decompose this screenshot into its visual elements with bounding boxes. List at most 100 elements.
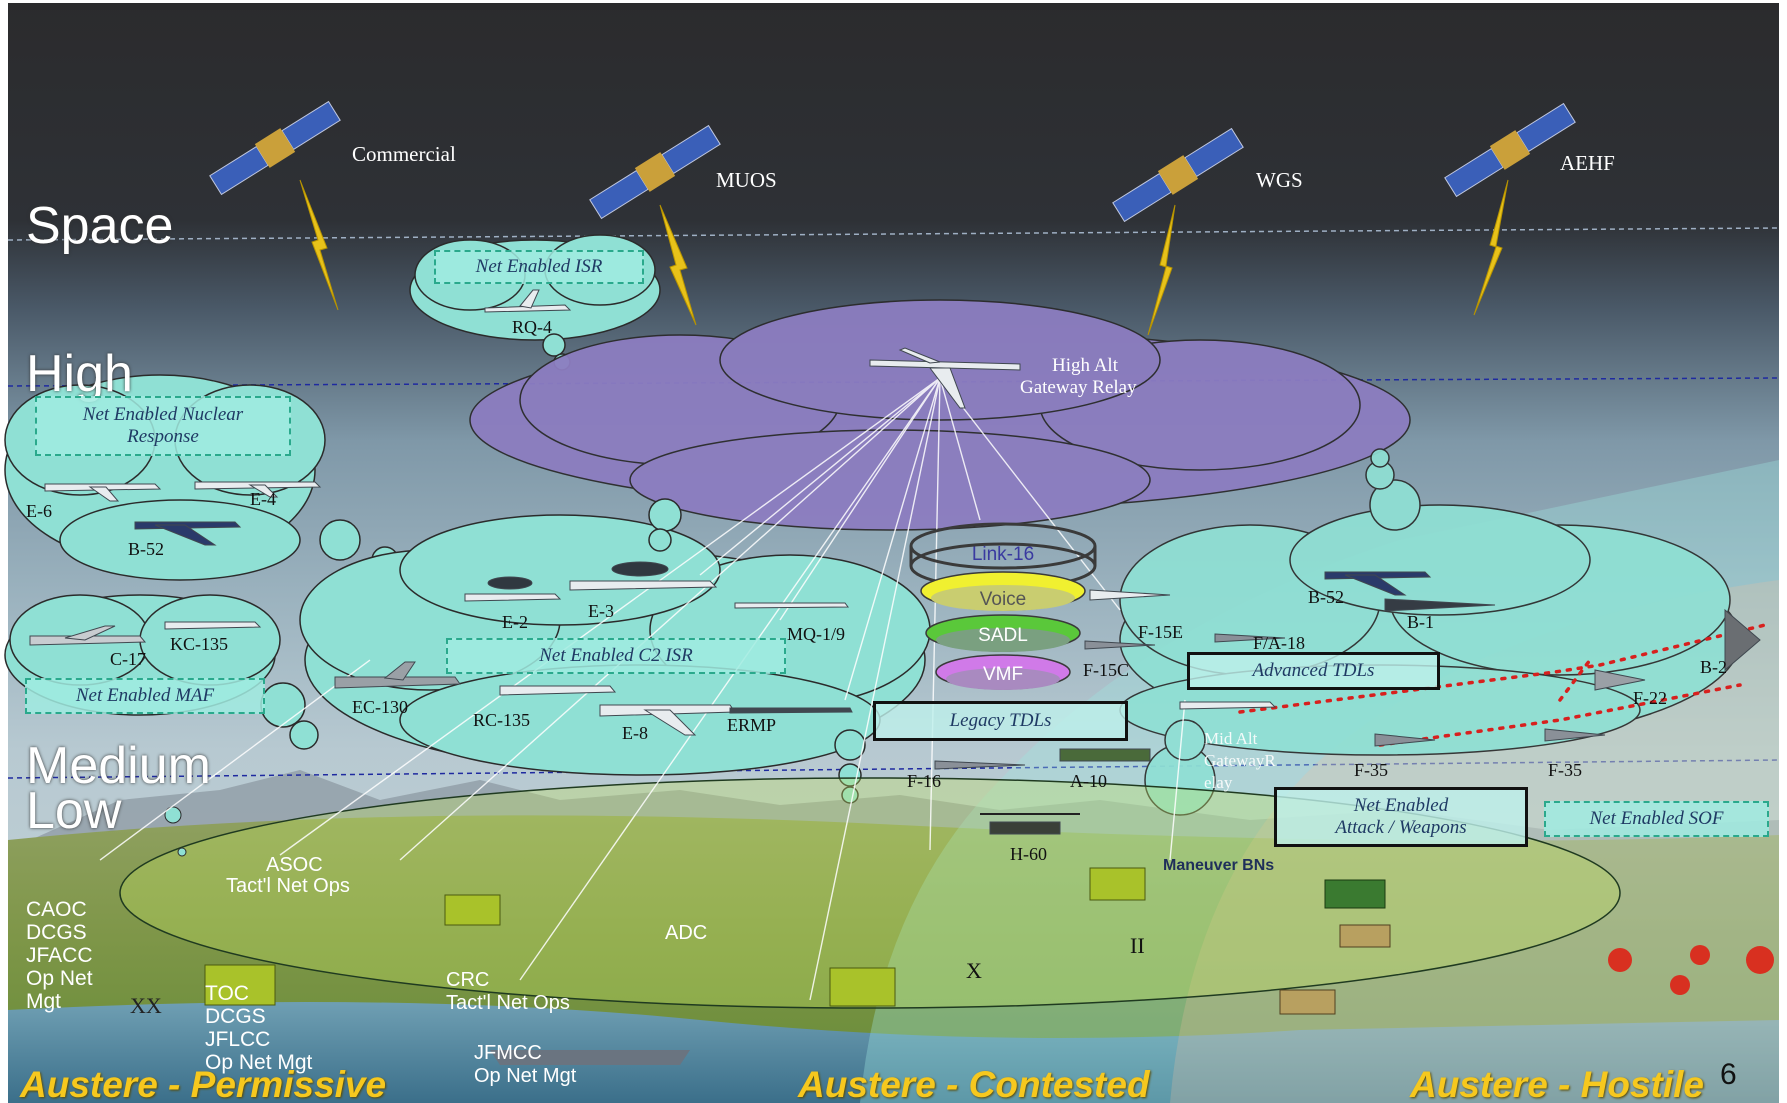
voice-ring — [920, 571, 1086, 611]
e2-aircraft — [464, 576, 562, 602]
high-alt-relay-label-1: High Alt — [1052, 355, 1118, 376]
aircraft-silhouettes — [29, 289, 1761, 835]
rc135-aircraft — [499, 685, 617, 696]
crc-net-ops-label: Tact'l Net Ops — [446, 992, 570, 1014]
high-alt-relay-aircraft — [869, 347, 1021, 409]
legacy-tdls-box: Legacy TDLs — [873, 701, 1128, 741]
maneuver-bns-label: Maneuver BNs — [1163, 857, 1275, 874]
space-boundary — [7, 227, 1780, 241]
f22-label: F-22 — [1633, 688, 1668, 708]
b1-label: B-1 — [1407, 612, 1434, 632]
mid-alt-relay-aircraft — [1179, 701, 1277, 710]
net-enabled-isr-box: Net Enabled ISR — [434, 250, 644, 284]
space-label: Space — [26, 197, 174, 255]
caoc-label: CAOC DCGS JFACC Op Net Mgt — [26, 898, 93, 1014]
ec130-aircraft — [334, 661, 461, 689]
a10-aircraft — [1059, 748, 1151, 762]
rc135-label: RC-135 — [473, 710, 531, 730]
strike-links — [1238, 623, 1767, 747]
ermp-label: ERMP — [727, 715, 777, 735]
ec130-label: EC-130 — [352, 697, 408, 717]
adc-label: ADC — [665, 922, 708, 944]
high-alt-relay-label-2: Gateway Relay — [1020, 377, 1137, 398]
zone-hostile-label: Austere - Hostile — [1410, 1064, 1705, 1103]
mq1-label: MQ-1/9 — [787, 624, 845, 644]
f35-left-label: F-35 — [1354, 760, 1389, 780]
crc-label: CRC — [446, 969, 490, 991]
advanced-tdl-cloud — [1119, 448, 1741, 816]
satellite-links — [299, 179, 1509, 336]
satellite-icons — [209, 100, 1576, 223]
medium-label: Medium — [26, 737, 211, 795]
zone-permissive-label: Austere - Permissive — [20, 1064, 387, 1103]
a10-label: A-10 — [1070, 771, 1107, 791]
h60-aircraft — [980, 813, 1080, 835]
b1-aircraft — [1384, 598, 1496, 612]
jfmcc-net-mgt-label: Op Net Mgt — [474, 1065, 577, 1087]
f16-aircraft — [934, 760, 1026, 770]
mid-alt-relay-label-2: GatewayR — [1204, 751, 1276, 770]
e6-aircraft — [44, 483, 162, 502]
f15c-aircraft — [1084, 640, 1156, 650]
top-border — [0, 0, 1787, 3]
f16-label: F-16 — [907, 771, 942, 791]
fa18-label: F/A-18 — [1253, 633, 1306, 653]
advanced-tdls-box: Advanced TDLs — [1187, 652, 1440, 690]
satellite-aehf-label: AEHF — [1560, 151, 1615, 175]
f15c-label: F-15C — [1083, 660, 1130, 680]
medium-boundary — [7, 759, 1780, 779]
relay-links — [99, 377, 1186, 1001]
c17-aircraft — [29, 625, 147, 646]
ermp-aircraft — [729, 707, 853, 714]
ground-network-ellipse — [119, 777, 1621, 1009]
e6-label: E-6 — [26, 501, 52, 521]
f22-aircraft — [1594, 669, 1646, 691]
f15e-aircraft — [1089, 589, 1171, 601]
asoc-net-ops-label: Tact'l Net Ops — [226, 875, 350, 897]
mid-alt-relay-label-3: elay — [1204, 773, 1233, 792]
f35-right-aircraft — [1544, 728, 1606, 742]
net-enabled-c2isr-box: Net Enabled C2 ISR — [446, 638, 786, 674]
left-border — [0, 0, 8, 1103]
fa18-aircraft — [1214, 633, 1286, 643]
tdl-ring-stack — [909, 522, 1097, 690]
f35-right-label: F-35 — [1548, 760, 1583, 780]
h60-label: H-60 — [1010, 844, 1047, 864]
e8-label: E-8 — [622, 723, 648, 743]
b2-label: B-2 — [1700, 657, 1727, 677]
satellite-commercial-label: Commercial — [352, 142, 456, 166]
ring-sadl-label: SADL — [978, 625, 1028, 646]
high-label: High — [26, 345, 133, 403]
e4-aircraft — [194, 481, 322, 498]
jfmcc-label: JFMCC — [474, 1042, 542, 1064]
net-enabled-maf-box: Net Enabled MAF — [25, 678, 265, 714]
satellite-wgs-label: WGS — [1256, 168, 1303, 192]
ring-voice-label: Voice — [979, 589, 1027, 610]
toc-label: TOC DCGS JFLCC Op Net Mgt — [205, 982, 313, 1075]
mq1-aircraft — [734, 602, 849, 609]
link16-ring — [909, 522, 1097, 590]
ground-units — [204, 867, 1774, 1065]
e3-aircraft — [569, 561, 718, 591]
e3-label: E-3 — [588, 601, 614, 621]
xx-label: XX — [130, 993, 162, 1018]
rq4-label: RQ-4 — [512, 317, 552, 337]
net-enabled-nuclear-box: Net Enabled Nuclear Response — [35, 396, 291, 456]
ring-vmf-label: VMF — [982, 664, 1024, 685]
e4-label: E-4 — [250, 489, 276, 509]
water — [8, 1002, 1779, 1103]
net-enabled-attack-box: Net Enabled Attack / Weapons — [1274, 787, 1528, 847]
x-unit-label: X — [966, 958, 982, 983]
zone-contested-label: Austere - Contested — [798, 1064, 1150, 1103]
net-enabled-sof-box: Net Enabled SOF — [1544, 801, 1769, 837]
asoc-label: ASOC — [266, 854, 323, 876]
kc135-label: KC-135 — [170, 634, 228, 654]
mid-alt-relay-label-1: Mid Alt — [1204, 729, 1258, 748]
land — [8, 815, 1779, 1060]
b2-aircraft — [1724, 608, 1761, 672]
b52-right-aircraft — [1324, 571, 1432, 596]
high-alt-cloud — [469, 299, 1411, 531]
c17-label: C-17 — [110, 649, 146, 669]
